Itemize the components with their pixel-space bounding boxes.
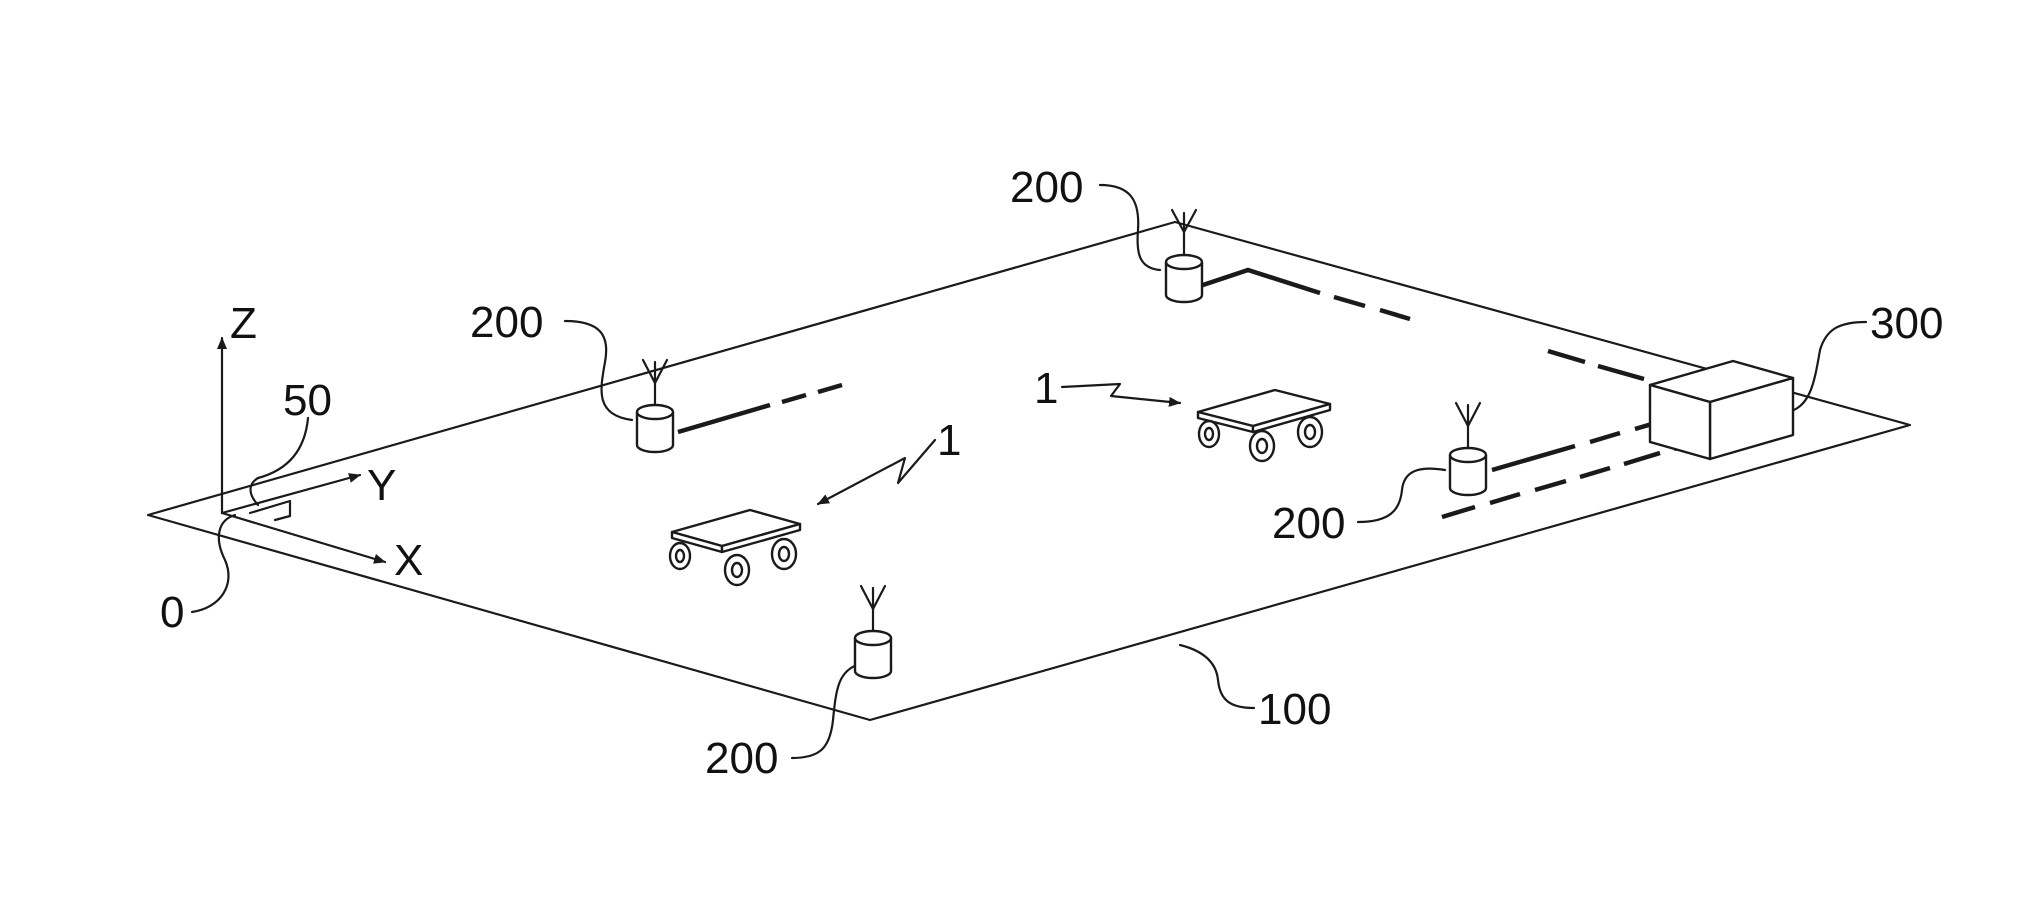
label-marker: 50 xyxy=(283,376,332,425)
leader-beacon-top xyxy=(1100,185,1160,270)
beacon-right xyxy=(1450,403,1486,495)
x-axis-arrow xyxy=(222,513,385,562)
link-top-beacon xyxy=(1200,270,1644,379)
label-beacon-top: 200 xyxy=(1010,163,1083,212)
beacon-bottom xyxy=(855,586,891,678)
leader-beacon-bottom xyxy=(792,664,860,758)
leader-controller xyxy=(1785,322,1866,413)
link-left-beacon xyxy=(678,385,842,432)
floor-plane xyxy=(148,222,1910,720)
label-vehicle-a: 1 xyxy=(937,416,961,465)
label-beacon-bottom: 200 xyxy=(705,734,778,783)
axis-label-y: Y xyxy=(367,461,396,510)
label-floor: 100 xyxy=(1258,685,1331,734)
vehicle-b xyxy=(1198,390,1330,461)
label-beacon-right: 200 xyxy=(1272,499,1345,548)
controller-box-300 xyxy=(1650,361,1793,459)
axis-label-x: X xyxy=(394,536,423,585)
label-origin: 0 xyxy=(160,588,184,637)
leader-vehicle-a xyxy=(818,440,935,504)
axis-label-z: Z xyxy=(230,299,257,348)
leader-beacon-left xyxy=(565,321,632,420)
leader-vehicle-b xyxy=(1062,384,1180,403)
label-vehicle-b: 1 xyxy=(1034,364,1058,413)
label-beacon-left: 200 xyxy=(470,298,543,347)
leader-floor xyxy=(1180,645,1254,708)
vehicle-a xyxy=(670,510,800,585)
label-controller: 300 xyxy=(1870,299,1943,348)
leader-beacon-right xyxy=(1358,469,1445,522)
